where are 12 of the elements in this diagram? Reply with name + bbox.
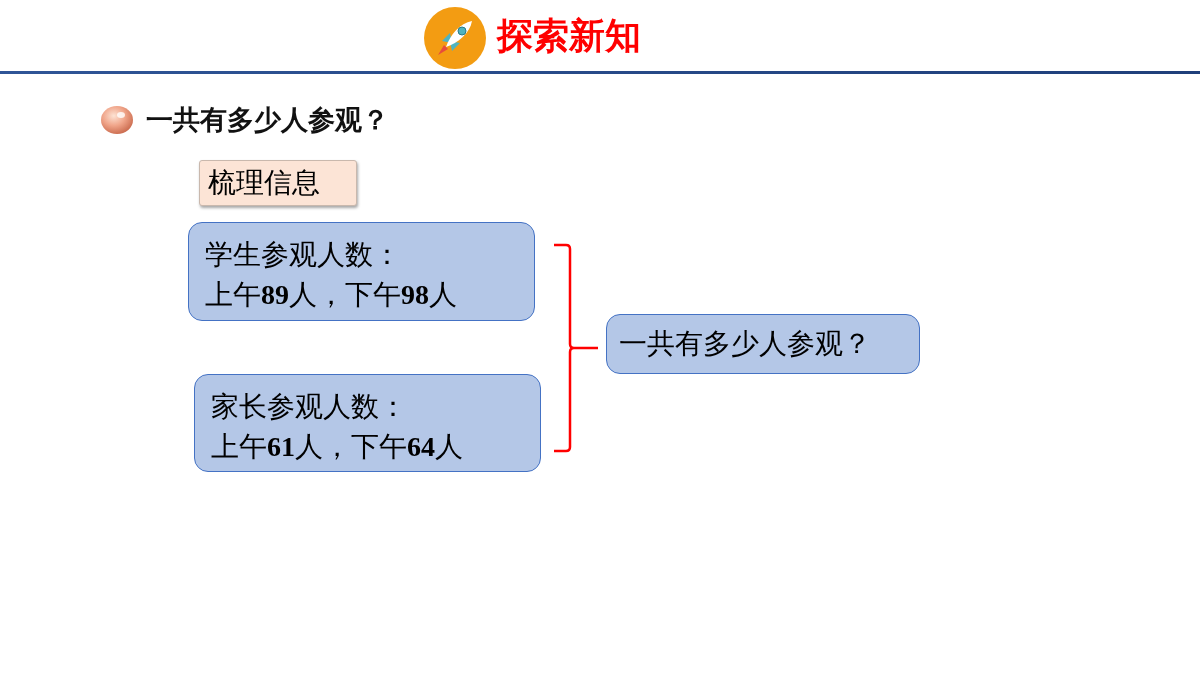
count-text: 上午89人，下午98人 xyxy=(205,278,457,312)
question-text: 一共有多少人参观？ xyxy=(619,327,871,361)
box-heading: 学生参观人数： xyxy=(205,238,401,272)
info-box xyxy=(188,222,535,321)
info-tag xyxy=(199,160,357,206)
question-box xyxy=(606,314,920,374)
title: 探索新知 xyxy=(497,14,641,58)
count-text: 上午61人，下午64人 xyxy=(211,430,463,464)
info-box xyxy=(194,374,541,472)
question-heading: 一共有多少人参观？ xyxy=(146,103,389,137)
box-heading: 家长参观人数： xyxy=(211,390,407,424)
tag-label: 梳理信息 xyxy=(208,166,320,200)
